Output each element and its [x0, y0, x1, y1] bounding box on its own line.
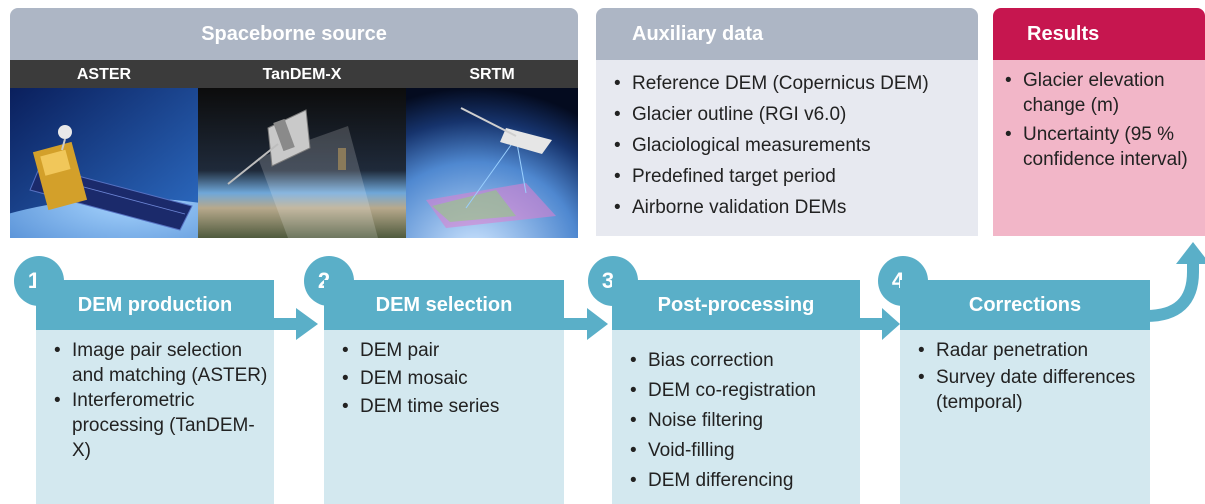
- auxiliary-item: Predefined target period: [606, 161, 970, 192]
- arrow-up-icon: [1176, 242, 1205, 264]
- source-label-tandemx: TanDEM-X: [262, 66, 342, 83]
- step-2-header: DEM selection: [324, 280, 564, 330]
- source-label-bar: [10, 60, 578, 88]
- auxiliary-panel: Reference DEM (Copernicus DEM) Glacier o…: [596, 60, 978, 236]
- step-item: Survey date differences (temporal): [910, 365, 1144, 415]
- step-2-body: DEM pair DEM mosaic DEM time series: [324, 330, 564, 504]
- results-header: Results: [993, 8, 1205, 60]
- step-item: DEM mosaic: [334, 366, 558, 391]
- step-item: DEM time series: [334, 394, 558, 419]
- step-1-list: Image pair selection and matching (ASTER…: [46, 338, 268, 463]
- results-item: Glacier elevation change (m): [997, 68, 1201, 118]
- results-item: Uncertainty (95 % confidence interval): [997, 122, 1201, 172]
- auxiliary-list: Reference DEM (Copernicus DEM) Glacier o…: [606, 68, 970, 223]
- step-item: DEM pair: [334, 338, 558, 363]
- arrow-right-icon: [882, 308, 900, 340]
- step-item: Bias correction: [622, 346, 854, 376]
- step-item: Interferometric processing (TanDEM-X): [46, 388, 268, 463]
- results-panel: Glacier elevation change (m) Uncertainty…: [993, 60, 1205, 236]
- step-4-title: Corrections: [968, 293, 1082, 316]
- arrow-right-icon: [587, 308, 608, 340]
- step-item: DEM differencing: [622, 466, 854, 496]
- arrow-right-icon: [296, 308, 318, 340]
- step-2-title: DEM selection: [375, 293, 513, 316]
- tandemx-satellite-image: [198, 88, 406, 238]
- step-3-body: Bias correction DEM co-registration Nois…: [612, 330, 860, 504]
- step-1-header: DEM production: [36, 280, 274, 330]
- step-2-list: DEM pair DEM mosaic DEM time series: [334, 338, 558, 419]
- results-title: Results: [1027, 22, 1100, 45]
- srtm-shuttle-image: [406, 88, 578, 238]
- step-4-header: Corrections: [900, 280, 1150, 330]
- auxiliary-header: Auxiliary data: [596, 8, 978, 60]
- step-item: Void-filling: [622, 436, 854, 466]
- step-4-body: Radar penetration Survey date difference…: [900, 330, 1150, 504]
- spaceborne-title: Spaceborne source: [201, 22, 387, 45]
- step-item: Noise filtering: [622, 406, 854, 436]
- auxiliary-title: Auxiliary data: [632, 22, 764, 45]
- aster-satellite-image: [10, 88, 198, 238]
- source-label-aster: ASTER: [76, 66, 132, 83]
- source-label-srtm: SRTM: [469, 66, 515, 83]
- step-item: DEM co-registration: [622, 376, 854, 406]
- step-1-body: Image pair selection and matching (ASTER…: [36, 330, 274, 504]
- auxiliary-item: Reference DEM (Copernicus DEM): [606, 68, 970, 99]
- auxiliary-item: Airborne validation DEMs: [606, 192, 970, 223]
- step-item: Radar penetration: [910, 338, 1144, 363]
- auxiliary-item: Glacier outline (RGI v6.0): [606, 99, 970, 130]
- step-4-list: Radar penetration Survey date difference…: [910, 338, 1144, 415]
- results-list: Glacier elevation change (m) Uncertainty…: [997, 68, 1201, 172]
- step-item: Image pair selection and matching (ASTER…: [46, 338, 268, 388]
- auxiliary-item: Glaciological measurements: [606, 130, 970, 161]
- step-3-title: Post-processing: [657, 293, 815, 316]
- step-3-list: Bias correction DEM co-registration Nois…: [622, 346, 854, 496]
- spaceborne-header: Spaceborne source: [10, 8, 578, 60]
- step-1-title: DEM production: [77, 293, 233, 316]
- step-3-number: 3: [601, 268, 615, 293]
- step-3-header: Post-processing: [612, 280, 860, 330]
